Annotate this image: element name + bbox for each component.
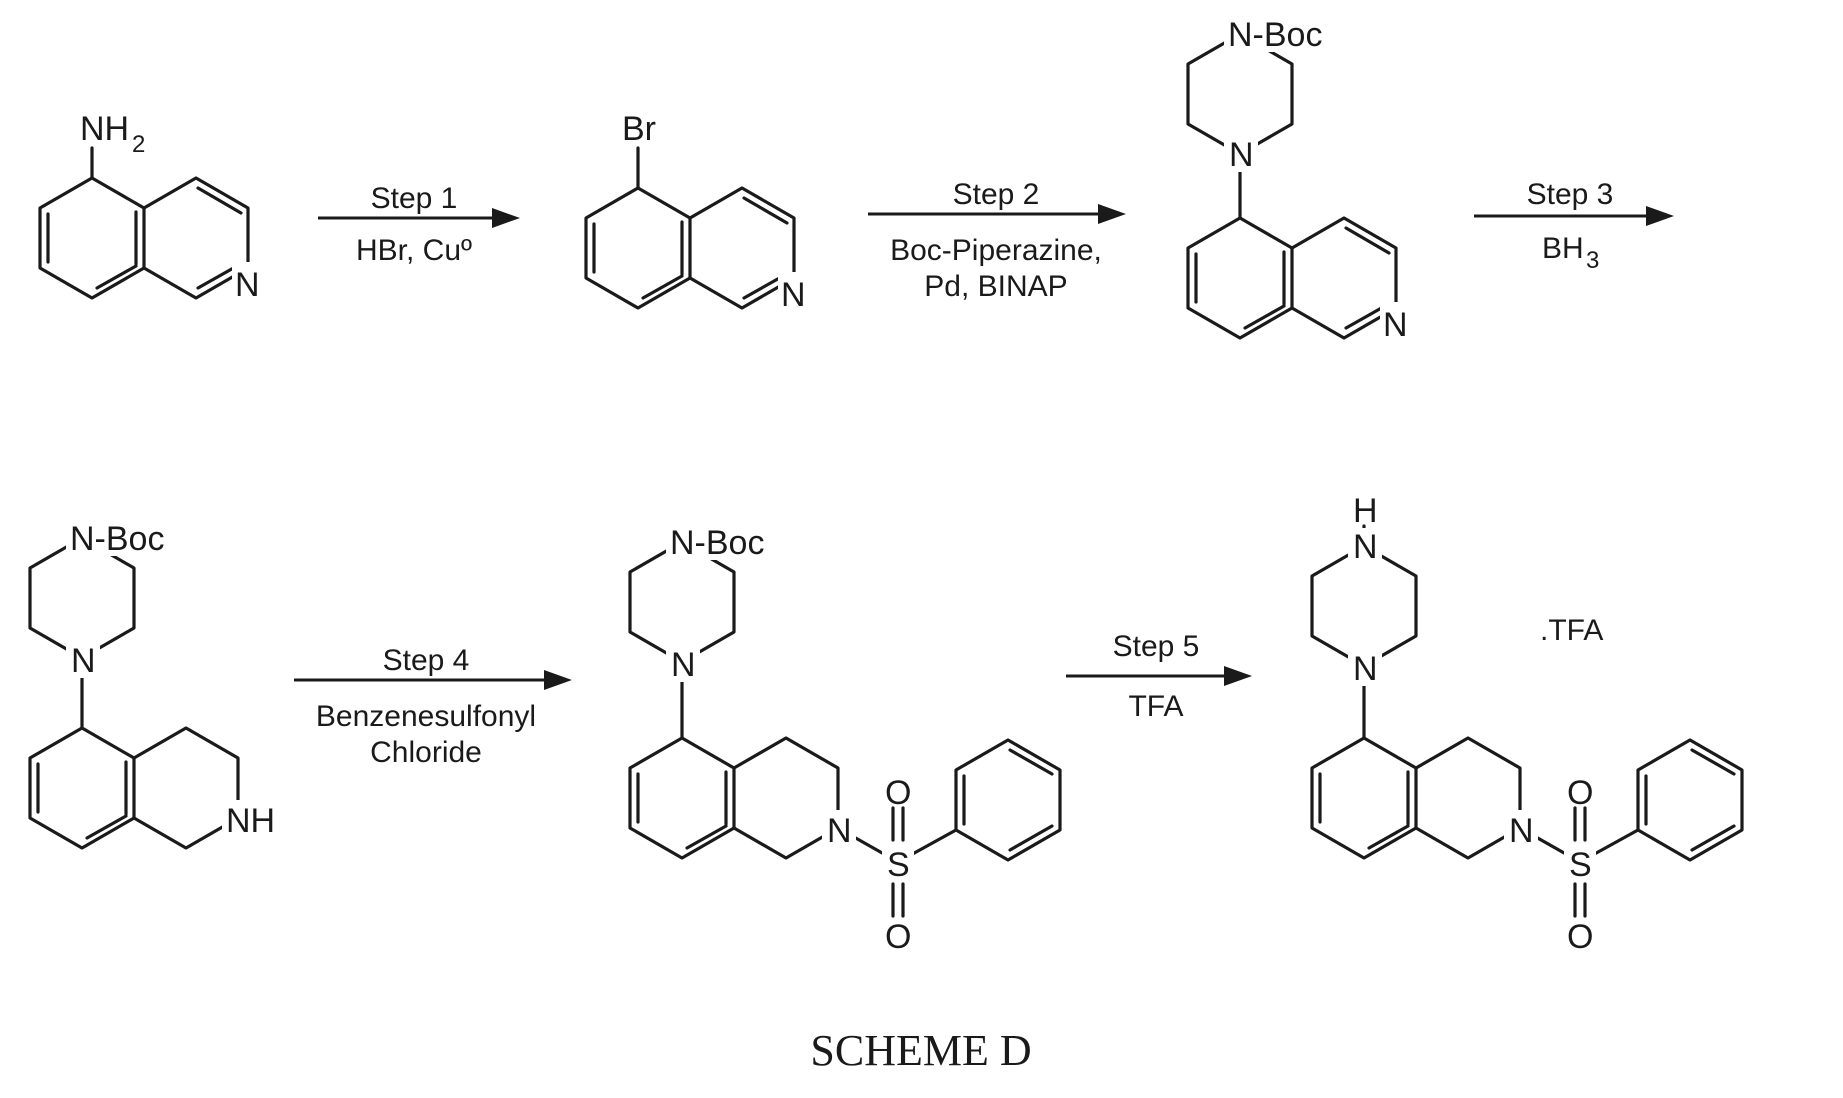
benzene-ring	[30, 728, 134, 848]
step-2-reagent-line-2: Pd, BINAP	[924, 270, 1067, 303]
nitrogen-label: N	[1383, 306, 1408, 344]
step-3-label: Step 3	[1527, 178, 1614, 211]
benzene-ring	[586, 188, 690, 308]
pyridine-ring	[1292, 218, 1396, 308]
sulfur-label: S	[1569, 846, 1592, 884]
secondary-amine-label: NH	[226, 802, 275, 840]
sulfur-label: S	[887, 846, 910, 884]
compound-boc-sulfonamide: N N-Boc N S O O	[630, 522, 1060, 956]
amine-subscript: 2	[132, 131, 145, 158]
bromine-label: Br	[622, 110, 656, 148]
nitrogen-label: N	[235, 266, 260, 304]
sulfonamide-nitrogen-label: N	[1509, 812, 1534, 850]
arrow-step-5: Step 5 TFA	[1066, 630, 1252, 723]
nitrogen-label: N	[781, 276, 806, 314]
oxygen-label-bottom: O	[1567, 918, 1593, 956]
oxygen-label-bottom: O	[885, 918, 911, 956]
hydrogen-label: H	[1353, 492, 1378, 530]
step-2-reagent-line-1: Boc-Piperazine,	[890, 234, 1102, 267]
compound-aminoisoquinoline: N NH 2	[40, 110, 266, 304]
pyridine-ring	[144, 178, 248, 268]
arrow-step-1: Step 1 HBr, Cuº	[318, 182, 520, 267]
oxygen-label-top: O	[885, 774, 911, 812]
step-4-label: Step 4	[383, 644, 470, 677]
sulfonamide-nitrogen-label: N	[827, 812, 852, 850]
piperazine-n-aryl-label: N	[671, 646, 696, 684]
compound-boc-piperazinyl-isoquinoline: N N-Boc N	[1188, 14, 1414, 344]
step-5-label: Step 5	[1113, 630, 1200, 663]
step-4-reagent-line-2: Chloride	[370, 736, 482, 769]
compound-bromoisoquinoline: N Br	[586, 110, 812, 314]
compound-boc-piperazinyl-tetrahydroisoquinoline: N N-Boc NH	[30, 518, 286, 848]
scheme-title: SCHEME D	[810, 1026, 1031, 1075]
phenyl-ring	[1638, 740, 1742, 860]
piperazine-nh-label: N	[1353, 528, 1378, 566]
tfa-salt-label: .TFA	[1540, 614, 1603, 647]
step-2-label: Step 2	[953, 178, 1040, 211]
oxygen-label-top: O	[1567, 774, 1593, 812]
step-1-reagents: HBr, Cuº	[356, 234, 472, 267]
step-3-reagent: BH	[1542, 232, 1584, 265]
arrow-step-4: Step 4 Benzenesulfonyl Chloride	[294, 644, 572, 769]
boc-nitrogen-label: N-Boc	[1228, 16, 1322, 54]
amine-label: NH	[80, 110, 129, 148]
boc-nitrogen-label: N-Boc	[70, 520, 164, 558]
benzene-ring	[40, 178, 144, 298]
benzene-ring	[630, 738, 734, 858]
step-3-reagent-subscript: 3	[1586, 247, 1599, 274]
arrow-step-2: Step 2 Boc-Piperazine, Pd, BINAP	[868, 178, 1126, 303]
compound-final-product: N H N N S O O .TFA	[1312, 492, 1742, 956]
piperazine-n-aryl-label: N	[71, 642, 96, 680]
piperazine-n-aryl-label: N	[1353, 650, 1378, 688]
step-5-reagent: TFA	[1128, 690, 1183, 723]
step-1-label: Step 1	[371, 182, 458, 215]
pyridine-ring	[690, 188, 794, 278]
phenyl-ring	[956, 740, 1060, 860]
boc-nitrogen-label: N-Boc	[670, 524, 764, 562]
arrow-step-3: Step 3 BH 3	[1474, 178, 1674, 274]
step-4-reagent-line-1: Benzenesulfonyl	[316, 700, 536, 733]
benzene-ring	[1188, 218, 1292, 338]
benzene-ring	[1312, 738, 1416, 858]
piperazine-n-aryl-label: N	[1229, 136, 1254, 174]
